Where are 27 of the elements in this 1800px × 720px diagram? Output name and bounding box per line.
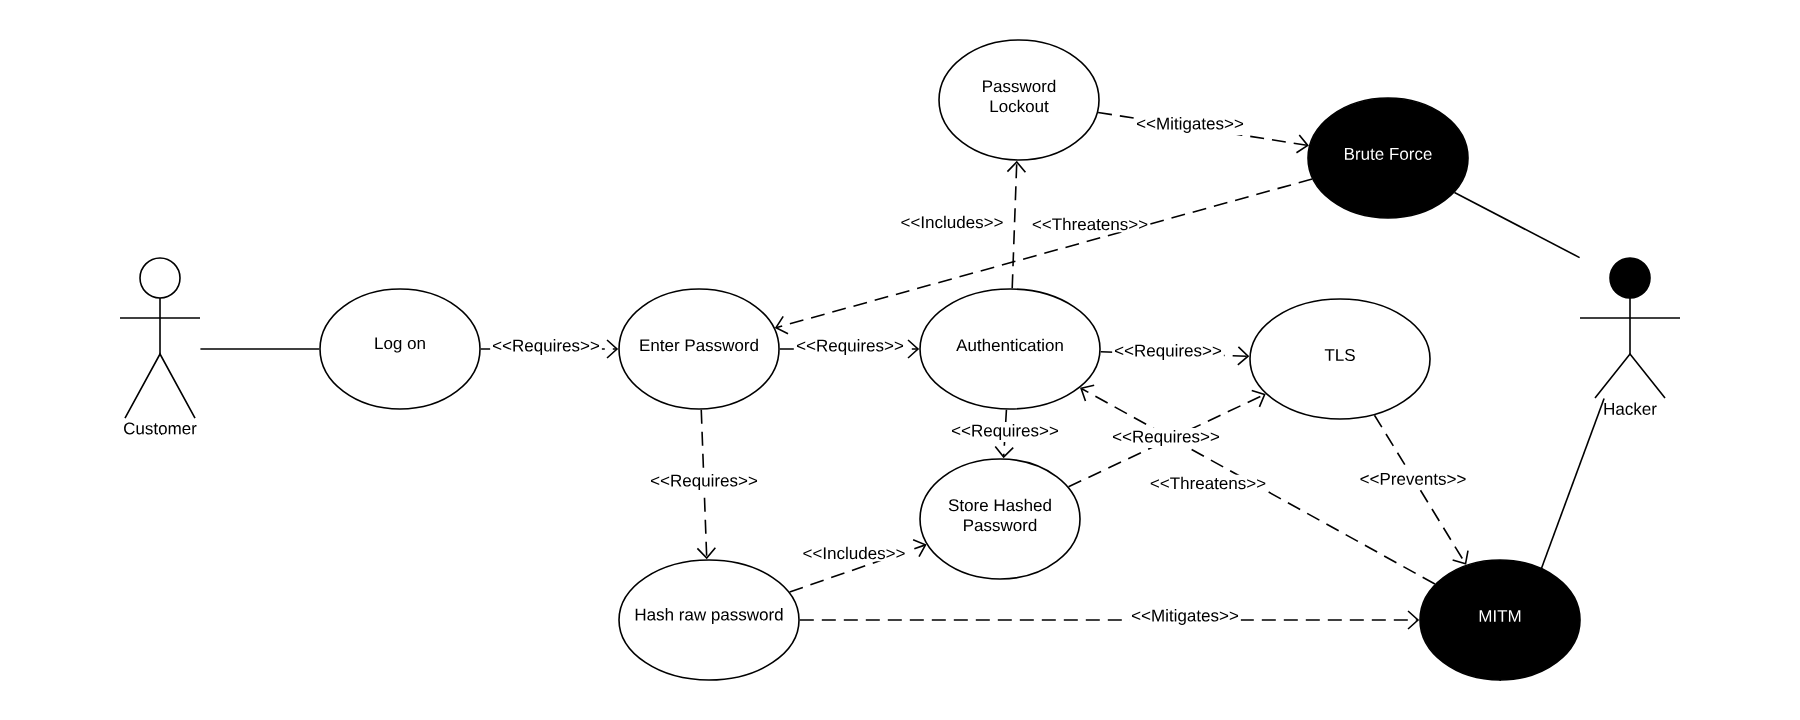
actor-label: Customer — [124, 422, 197, 435]
actor-label: Hacker — [1604, 402, 1657, 415]
edge-label: <<Mitigates>> — [1129, 607, 1241, 627]
edge-label: <<Threatens>> — [1029, 215, 1151, 233]
dashed-arrow — [1373, 414, 1469, 565]
association-line — [199, 348, 320, 350]
stick-figure-drawing — [1579, 257, 1681, 399]
edge-label: <<Prevents>> — [1357, 471, 1469, 487]
dashed-arrow — [1067, 389, 1266, 488]
edge-label: <<Requires>> — [794, 337, 906, 357]
edge-label: <<Requires>> — [490, 337, 602, 357]
edge-label: <<Requires>> — [1112, 342, 1224, 362]
edge-label: <<Threatens>> — [1147, 474, 1269, 492]
dashed-arrow — [774, 178, 1313, 335]
edge-label: <<Requires>> — [1110, 428, 1222, 448]
association-line — [1499, 397, 1605, 682]
dashed-arrow — [1080, 384, 1436, 585]
dashed-arrow — [1006, 160, 1027, 290]
dashed-arrow — [994, 408, 1014, 459]
dashed-arrow — [696, 408, 717, 560]
edge-label: <<Mitigates>> — [1134, 115, 1246, 135]
edge-label: <<Requires>> — [949, 422, 1061, 442]
edge-label: <<Includes>> — [800, 544, 908, 562]
stick-figure-drawing — [119, 257, 201, 419]
edge-label: <<Includes>> — [898, 213, 1006, 231]
association-line — [1453, 191, 1581, 259]
edge-label: <<Requires>> — [648, 472, 760, 492]
